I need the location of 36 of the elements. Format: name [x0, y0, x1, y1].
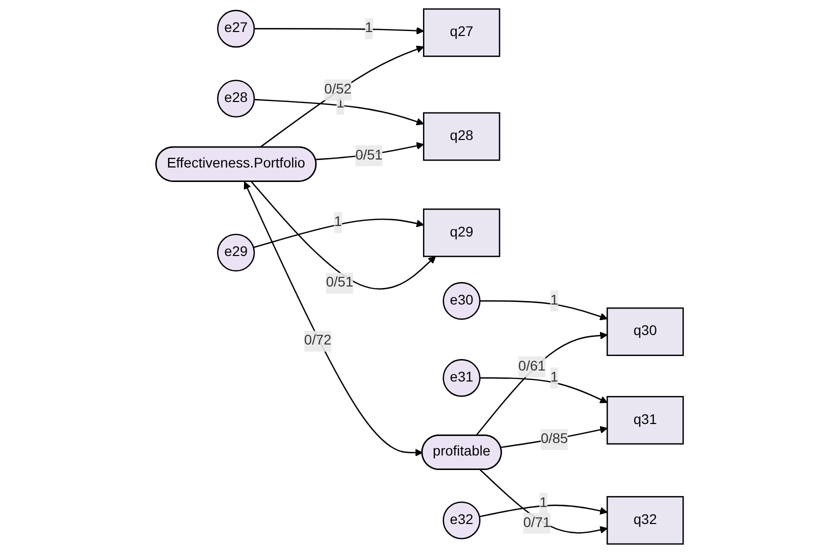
- edge-label: 0/51: [355, 148, 383, 163]
- edge-label: 1: [334, 214, 342, 230]
- edge-label: 1: [550, 370, 558, 385]
- node-circle: e29: [217, 234, 255, 272]
- edge-label: 0/51: [326, 275, 354, 290]
- arrow: [254, 98, 424, 126]
- node-box: q28: [422, 112, 500, 161]
- node-box: q29: [422, 208, 500, 258]
- node-circle: e27: [217, 10, 255, 48]
- edge-label: 1: [550, 293, 558, 308]
- arrow: [480, 377, 608, 404]
- arrow: [480, 469, 608, 534]
- arrow: [250, 181, 436, 290]
- node-circle: e31: [442, 359, 480, 397]
- arrow: [253, 218, 424, 248]
- edge-label: 0/52: [324, 82, 352, 98]
- arrow: [254, 26, 424, 35]
- arrow: [480, 300, 608, 320]
- node-circle: e30: [442, 282, 480, 320]
- node-circle: e32: [442, 501, 480, 540]
- edge-label: 0/85: [540, 432, 568, 447]
- node-circle: e28: [217, 80, 255, 118]
- arrow: [244, 182, 423, 456]
- arrow: [259, 46, 424, 148]
- arrow: [475, 332, 608, 436]
- node-box: q32: [606, 496, 684, 545]
- edge-label: 1: [364, 20, 373, 36]
- edge-label: 1: [539, 495, 548, 510]
- edge-label: 0/72: [304, 333, 332, 348]
- edge-label: 0/61: [518, 359, 546, 374]
- node-box: q30: [606, 307, 684, 356]
- node-box: q27: [422, 8, 500, 57]
- edge-label: 1: [336, 96, 344, 112]
- edge-label: 0/71: [523, 515, 550, 530]
- node-box: q31: [606, 396, 684, 445]
- arrow: [479, 504, 608, 518]
